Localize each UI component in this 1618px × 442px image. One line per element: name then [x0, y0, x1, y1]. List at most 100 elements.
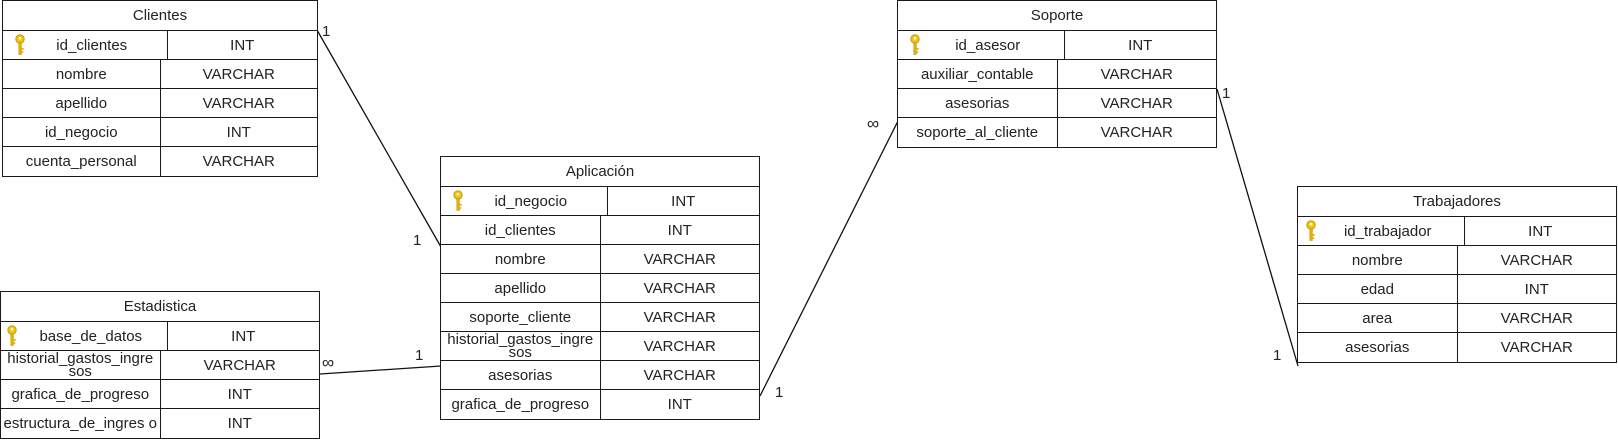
entity-row[interactable]: grafica_de_progreso INT	[1, 380, 319, 409]
entity-estadistica[interactable]: Estadistica base_de_datos INT historial_…	[0, 291, 320, 439]
entity-row[interactable]: id_negocio INT	[3, 118, 317, 147]
key-icon	[15, 34, 25, 55]
column-type: VARCHAR	[643, 279, 716, 297]
entity-row[interactable]: nombre VARCHAR	[3, 60, 317, 89]
column-type: VARCHAR	[643, 308, 716, 326]
column-type: INT	[671, 192, 696, 210]
entity-row[interactable]: historial_gastos_ingre sos VARCHAR	[1, 351, 319, 380]
entity-title: Clientes	[3, 1, 317, 31]
entity-row[interactable]: base_de_datos INT	[1, 322, 319, 351]
entity-row[interactable]: edad INT	[1298, 275, 1616, 304]
entity-row[interactable]: nombre VARCHAR	[1298, 246, 1616, 275]
cardinality-soporte-trabajadores-side: 1	[1222, 85, 1231, 102]
entity-row[interactable]: asesorias VARCHAR	[441, 361, 759, 390]
column-type: VARCHAR	[1100, 124, 1173, 141]
cardinality-trabajadores-side: 1	[1273, 347, 1282, 364]
entity-title: Soporte	[898, 1, 1216, 31]
column-name: asesorias	[441, 361, 601, 389]
column-type: VARCHAR	[643, 250, 716, 268]
entity-row[interactable]: soporte_al_cliente VARCHAR	[898, 118, 1216, 147]
column-type: VARCHAR	[202, 153, 275, 170]
column-name: estructura_de_ingres o	[1, 409, 161, 438]
entity-row[interactable]: nombre VARCHAR	[441, 245, 759, 274]
key-icon	[453, 190, 463, 211]
column-type: VARCHAR	[643, 337, 716, 355]
cardinality-aplicacion-clientes-side: 1	[413, 232, 422, 249]
entity-row[interactable]: historial_gastos_ingre sos VARCHAR	[441, 332, 759, 361]
entity-row[interactable]: grafica_de_progreso INT	[441, 390, 759, 419]
column-name: id_asesor	[955, 36, 1021, 54]
column-type: INT	[667, 396, 692, 413]
column-name: nombre	[441, 245, 601, 273]
column-name: historial_gastos_ingre sos	[1, 351, 161, 379]
relation-line-soporte-trabajadores	[1216, 88, 1299, 367]
column-name: grafica_de_progreso	[441, 390, 601, 419]
cardinality-aplicacion-soporte-side: 1	[775, 384, 784, 401]
column-type: INT	[226, 123, 251, 141]
column-name: asesorias	[1298, 333, 1458, 362]
column-type: VARCHAR	[1100, 65, 1173, 83]
relation-line-estadistica-aplicacion	[319, 365, 442, 375]
entity-row[interactable]: estructura_de_ingres o INT	[1, 409, 319, 438]
column-name: id_clientes	[441, 216, 601, 244]
column-type: VARCHAR	[202, 94, 275, 112]
entity-row[interactable]: id_clientes INT	[3, 31, 317, 60]
column-name: apellido	[441, 274, 601, 302]
cardinality-clientes-side: 1	[322, 23, 331, 40]
column-type: VARCHAR	[1500, 309, 1573, 327]
column-type: INT	[227, 385, 252, 403]
column-name: historial_gastos_ingre sos	[441, 332, 601, 360]
column-name: grafica_de_progreso	[1, 380, 161, 408]
column-name: soporte_al_cliente	[898, 118, 1058, 147]
entity-row[interactable]: cuenta_personal VARCHAR	[3, 147, 317, 176]
column-name: asesorias	[898, 89, 1058, 117]
column-type: VARCHAR	[1100, 94, 1173, 112]
column-name: id_clientes	[56, 36, 128, 54]
column-type: INT	[231, 327, 256, 345]
entity-row[interactable]: id_asesor INT	[898, 31, 1216, 60]
entity-row[interactable]: soporte_cliente VARCHAR	[441, 303, 759, 332]
relation-line-aplicacion-soporte	[759, 120, 899, 397]
column-name: cuenta_personal	[3, 147, 161, 176]
column-name: soporte_cliente	[441, 303, 601, 331]
column-type: INT	[227, 415, 252, 432]
column-type: VARCHAR	[1500, 251, 1573, 269]
entity-row[interactable]: asesorias VARCHAR	[898, 89, 1216, 118]
entity-trabajadores[interactable]: Trabajadores id_trabajador INT nombre VA…	[1297, 186, 1617, 363]
key-icon	[1306, 220, 1316, 241]
entity-clientes[interactable]: Clientes id_clientes INT nombre VARCHAR …	[2, 0, 318, 177]
column-type: VARCHAR	[203, 356, 276, 374]
column-name: nombre	[1298, 246, 1458, 274]
entity-row[interactable]: apellido VARCHAR	[441, 274, 759, 303]
column-name: area	[1298, 304, 1458, 332]
column-type: VARCHAR	[202, 65, 275, 83]
column-name: base_de_datos	[39, 327, 143, 345]
key-icon	[7, 325, 17, 346]
entity-row[interactable]: asesorias VARCHAR	[1298, 333, 1616, 362]
entity-aplicacion[interactable]: Aplicación id_negocio INT id_clientes IN…	[440, 156, 760, 420]
cardinality-aplicacion-estadistica-side: 1	[415, 347, 424, 364]
column-type: INT	[667, 221, 692, 239]
key-icon	[910, 34, 920, 55]
column-name: edad	[1298, 275, 1458, 303]
cardinality-estadistica-side: ∞	[322, 353, 335, 372]
column-name: nombre	[3, 60, 161, 88]
entity-row[interactable]: apellido VARCHAR	[3, 89, 317, 118]
entity-row[interactable]: auxiliar_contable VARCHAR	[898, 60, 1216, 89]
entity-row[interactable]: id_clientes INT	[441, 216, 759, 245]
entity-soporte[interactable]: Soporte id_asesor INT auxiliar_contable …	[897, 0, 1217, 148]
column-type: INT	[1528, 222, 1553, 240]
column-name: auxiliar_contable	[898, 60, 1058, 88]
entity-title: Trabajadores	[1298, 187, 1616, 217]
entity-row[interactable]: id_negocio INT	[441, 187, 759, 216]
entity-title: Estadistica	[1, 292, 319, 322]
entity-title: Aplicación	[441, 157, 759, 187]
column-type: INT	[230, 36, 255, 54]
entity-row[interactable]: area VARCHAR	[1298, 304, 1616, 333]
entity-row[interactable]: id_trabajador INT	[1298, 217, 1616, 246]
cardinality-soporte-many-side: ∞	[867, 114, 880, 133]
column-name: id_negocio	[3, 118, 161, 146]
column-type: INT	[1128, 36, 1153, 54]
relation-line-clientes-aplicacion	[316, 29, 442, 248]
